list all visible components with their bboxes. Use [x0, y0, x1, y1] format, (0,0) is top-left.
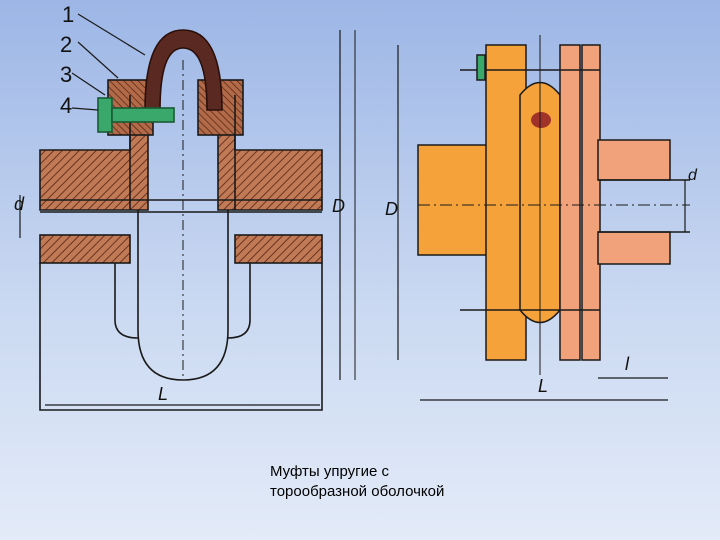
right-left-hub: [417, 144, 489, 256]
slide-caption: Муфты упругие с торообразной оболочкой: [270, 462, 570, 502]
disk-salmon-1: [559, 44, 581, 361]
left-dim-D: D: [332, 196, 345, 216]
inner-torus-lower: [137, 210, 229, 381]
left-coupling-section: [19, 13, 356, 411]
callout-1: 1: [62, 2, 74, 27]
bolt: [97, 97, 175, 133]
disk-salmon-2: [581, 44, 601, 361]
left-dim-L: L: [158, 384, 168, 404]
right-coupling-view: [397, 35, 690, 401]
caption-line-2: торообразной оболочкой: [270, 483, 445, 500]
right-right-hub: [597, 139, 671, 181]
right-hub-lower: [234, 234, 323, 264]
right-dim-L: L: [538, 376, 548, 396]
callout-3: 3: [60, 62, 72, 87]
left-hub-lower: [39, 234, 131, 264]
left-dim-d: d: [14, 194, 25, 214]
torus-shell: [144, 29, 223, 111]
callout-2: 2: [60, 32, 72, 57]
callout-4: 4: [60, 93, 72, 118]
right-dim-D: D: [385, 199, 398, 219]
right-dim-d: d: [688, 167, 698, 184]
right-dim-l: l: [625, 354, 630, 374]
lower-body: [39, 263, 323, 411]
caption-line-1: Муфты упругие с: [270, 463, 389, 480]
